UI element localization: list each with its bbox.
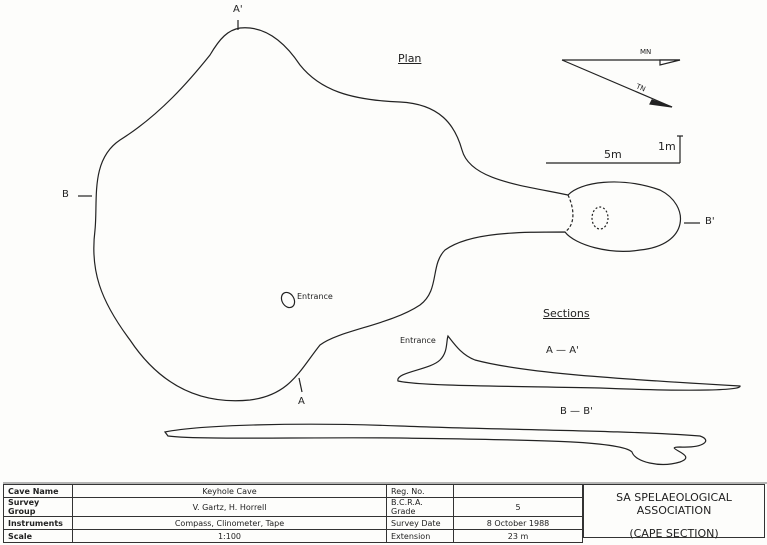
plan-outline: [93, 27, 682, 402]
chamber-divider: [564, 194, 574, 233]
mn-label: MN: [640, 48, 652, 56]
row-label: Instruments: [3, 516, 73, 530]
tn-arrow: [561, 59, 673, 108]
survey-date: 8 October 1988: [453, 516, 583, 530]
a-tick: [298, 377, 303, 393]
association-name: SA SPELAEOLOGICAL ASSOCIATION: [616, 491, 732, 517]
row-label: B.C.R.A. Grade: [386, 497, 454, 517]
plan-entrance-label: Entrance: [297, 292, 333, 301]
entrance-hole: [280, 291, 296, 309]
row-label: Reg. No.: [386, 484, 454, 498]
section-aa: [397, 334, 741, 391]
scale-5m-label: 5m: [604, 148, 622, 161]
association-section: (CAPE SECTION): [629, 527, 719, 540]
bcra-grade: 5: [453, 497, 583, 517]
scale: 1:100: [72, 529, 387, 543]
association-block: SA SPELAEOLOGICAL ASSOCIATION (CAPE SECT…: [583, 484, 765, 540]
extension: 23 m: [453, 529, 583, 543]
instruments: Compass, Clinometer, Tape: [72, 516, 387, 530]
section-aa-label: A — A': [546, 345, 579, 356]
cave-name: Keyhole Cave: [72, 484, 387, 498]
sections-title: Sections: [543, 307, 590, 320]
reg-no: [453, 484, 583, 498]
marker-b-prime: B': [705, 216, 715, 227]
row-label: Scale: [3, 529, 73, 543]
row-label: Cave Name: [3, 484, 73, 498]
section-bb-label: B — B': [560, 406, 593, 417]
survey-group: V. Gartz, H. Horrell: [72, 497, 387, 517]
section-entrance-label: Entrance: [400, 336, 436, 345]
row-label: Survey Group: [3, 497, 73, 517]
scale-1m-label: 1m: [658, 140, 676, 153]
section-bb: [163, 423, 707, 465]
marker-a-prime: A': [233, 4, 243, 15]
plan-title: Plan: [398, 52, 422, 65]
row-label: Survey Date: [386, 516, 454, 530]
row-label: Extension: [386, 529, 454, 543]
pit: [591, 206, 609, 230]
marker-b: B: [62, 189, 69, 200]
marker-a: A: [298, 396, 305, 407]
